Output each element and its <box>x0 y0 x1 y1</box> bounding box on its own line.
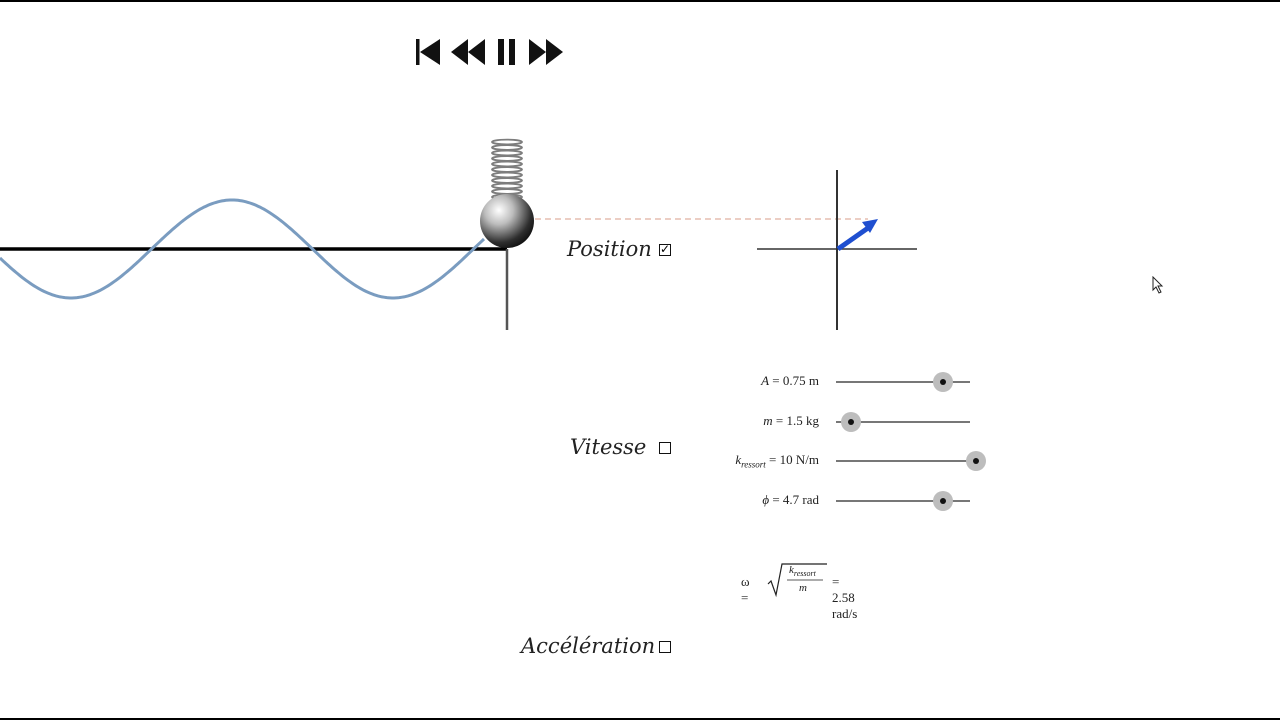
mouse-cursor-icon <box>1152 276 1164 294</box>
slider-track-2[interactable] <box>836 460 970 462</box>
sqrt-sign-icon <box>767 563 827 598</box>
check-mark-icon: ✓ <box>660 242 671 256</box>
rewind-icon[interactable] <box>450 36 486 68</box>
slider-symbol: m <box>763 413 773 428</box>
fast-forward-icon[interactable] <box>528 36 564 68</box>
acceleration-checkbox[interactable] <box>659 641 671 653</box>
mass-ball <box>480 194 534 248</box>
slider-label-0: A = 0.75 m <box>761 373 819 389</box>
slider-thumb-dot <box>939 498 946 504</box>
position-checkbox[interactable]: ✓ <box>659 242 671 256</box>
slider-thumb-dot <box>973 458 979 464</box>
slider-thumb-dot <box>848 419 855 425</box>
slider-subscript: ressort <box>741 459 766 470</box>
slider-thumb-dot <box>940 379 946 385</box>
slider-thumb-0[interactable] <box>933 372 953 392</box>
phasor-arrowhead <box>862 219 878 233</box>
slider-thumb-2[interactable] <box>966 451 986 471</box>
vitesse-label: Vitesse <box>570 435 647 459</box>
omega-numerator: kressort <box>789 564 816 578</box>
omega-den-symbol: m <box>799 582 807 594</box>
reset-icon[interactable] <box>414 36 442 68</box>
slider-label-2: kressort = 10 N/m <box>735 452 819 470</box>
top-border <box>0 0 1280 2</box>
slider-symbol: k <box>735 452 742 467</box>
slider-label-3: ϕ = 4.7 rad <box>762 492 819 508</box>
pause-icon[interactable] <box>496 36 518 68</box>
omega-num-symbol: k <box>789 564 794 576</box>
omega-lhs: ω = <box>741 574 750 605</box>
slider-value-text: = 1.5 kg <box>775 413 819 428</box>
position-label: Position <box>567 237 652 261</box>
bottom-border <box>0 718 1280 720</box>
omega-denominator: m <box>799 582 807 594</box>
slider-value-text: = 0.75 m <box>772 373 819 388</box>
omega-result: = 2.58 rad/s <box>832 574 858 621</box>
slider-thumb-1[interactable] <box>841 412 862 432</box>
slider-track-3[interactable] <box>836 500 970 502</box>
slider-value-text: = 10 N/m <box>769 452 819 467</box>
acceleration-label: Accélération <box>521 634 656 658</box>
slider-value-text: = 4.7 rad <box>772 492 819 507</box>
slider-track-1[interactable] <box>836 421 970 423</box>
phasor-vector <box>836 225 870 252</box>
slider-symbol: ϕ <box>762 492 770 507</box>
slider-symbol: A <box>761 373 770 388</box>
slider-track-0[interactable] <box>836 381 970 383</box>
slider-label-1: m = 1.5 kg <box>763 413 819 429</box>
position-wave <box>0 198 486 300</box>
slider-thumb-3[interactable] <box>932 491 953 511</box>
omega-num-sub: ressort <box>793 569 816 579</box>
vitesse-checkbox[interactable] <box>659 442 671 454</box>
